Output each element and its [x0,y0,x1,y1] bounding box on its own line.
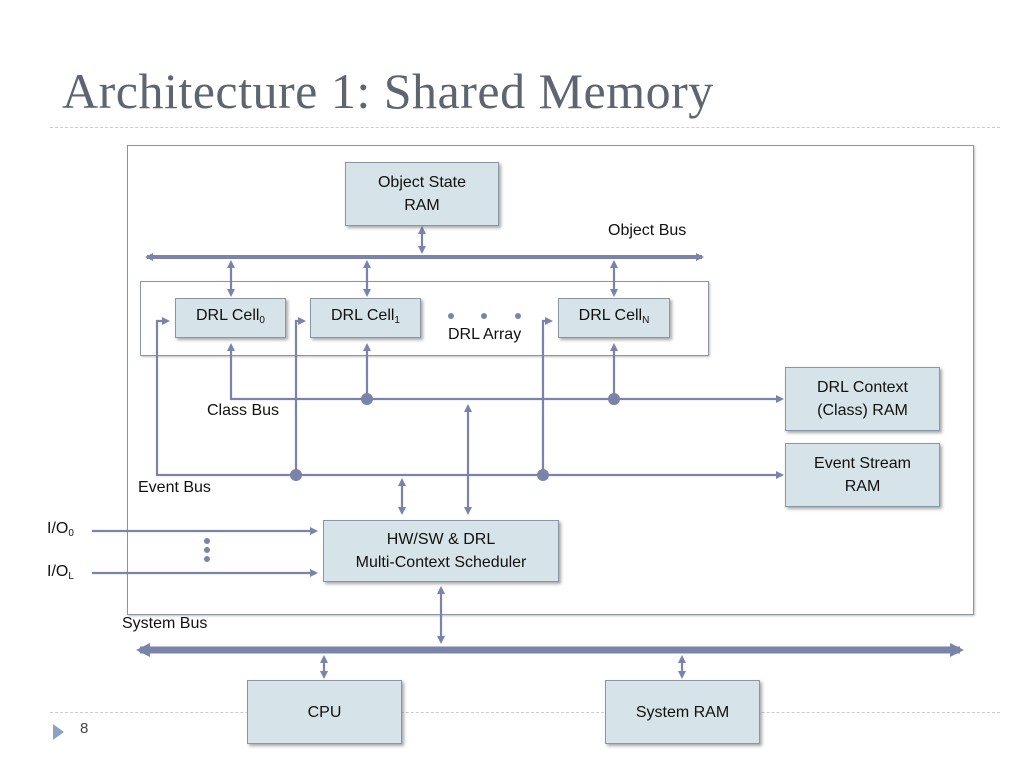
class-bus-line [227,343,784,403]
junction-dot [290,469,302,481]
drl-cell-1-box: DRL Cell1 [310,298,421,338]
event-bus-label: Event Bus [138,479,211,496]
page-number: 8 [80,720,89,737]
ellipsis-dot [204,556,210,562]
drl-cell-n-box: DRL CellN [558,298,670,338]
object-bus-label: Object Bus [608,222,687,239]
drl-cell-0-box: DRL Cell0 [175,298,286,338]
junction-dot [537,469,549,481]
ellipsis-dot [515,313,521,319]
ellipsis-dot [448,313,454,319]
ellipsis-dot [204,538,210,544]
junction-dot [361,393,373,405]
system-ram-box: System RAM [605,680,760,744]
title-divider [50,127,1000,128]
junction-dot [608,393,620,405]
slide-marker-icon [53,724,64,740]
cpu-box: CPU [247,680,402,744]
system-bus-label: System Bus [122,615,208,632]
footer-divider [50,712,1000,713]
class-bus-label: Class Bus [207,402,280,419]
drl-context-ram-box: DRL Context(Class) RAM [785,367,940,431]
ellipsis-dot [204,547,210,553]
page-title: Architecture 1: Shared Memory [62,63,714,119]
io-0-label: I/O0 [47,520,74,539]
io-l-label: I/OL [47,563,74,582]
drl-array-label: DRL Array [448,326,522,343]
system-frame [127,145,974,615]
ellipsis-dot [481,313,487,319]
